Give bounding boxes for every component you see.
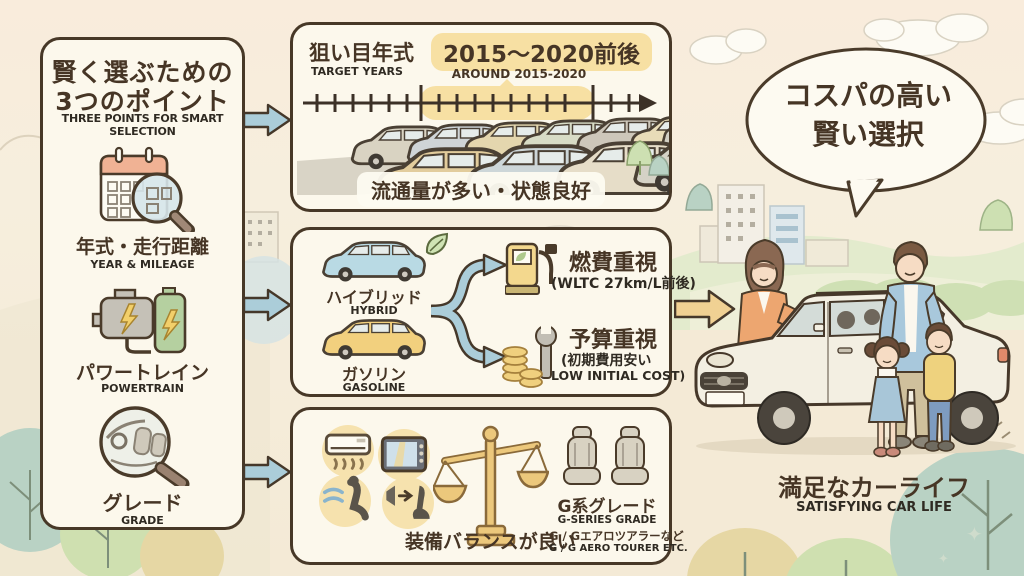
- market-caption: 流通量が多い・状態良好: [357, 172, 605, 207]
- flow-arrow-middle: [243, 288, 292, 322]
- speech-bubble: [745, 47, 987, 218]
- trees-right: [687, 448, 1024, 576]
- timeline: [303, 79, 657, 121]
- navigation-screen-icon: [380, 436, 428, 473]
- bubble-line1: コスパの高い: [783, 79, 952, 112]
- gasoline-label: ガソリン: [341, 365, 406, 384]
- equipment-caption: 装備バランスが良い: [405, 531, 576, 553]
- interior-magnifier-icon: [98, 406, 189, 486]
- daughter-figure: [864, 336, 910, 458]
- point-powertrain-sublabel: POWERTRAIN: [101, 382, 184, 395]
- grade-name-label: G系グレード: [557, 497, 657, 517]
- engine-battery-icon: [91, 287, 186, 354]
- fuel-pump-icon: [505, 242, 557, 295]
- calendar-magnifier-icon: [99, 146, 195, 232]
- flow-arrow-bottom: [243, 455, 292, 489]
- gasoline-sublabel: GASOLINE: [342, 381, 406, 394]
- ventilated-seat-icon: [322, 475, 369, 521]
- seat-comfort-circle: [319, 475, 371, 527]
- flow-arrow-top: [243, 103, 292, 137]
- panel-title: 賢く選ぶための 3つのポイント: [43, 56, 242, 118]
- hybrid-sublabel: HYBRID: [350, 304, 398, 317]
- budget-priority-title: 予算重視: [569, 328, 658, 353]
- power-seat-circle: [382, 477, 434, 529]
- ac-feature-circle: [322, 425, 374, 477]
- navi-feature-circle: [378, 429, 430, 481]
- gasoline-car-icon: [319, 314, 429, 362]
- fork-arrows: [431, 253, 508, 369]
- family-car-illustration: [694, 238, 1016, 458]
- point-grade-sublabel: GRADE: [121, 514, 164, 527]
- point-year-mileage-label: 年式・走行距離: [75, 236, 209, 258]
- point-grade-label: グレード: [102, 491, 183, 515]
- car-life-caption-en: SATISFYING CAR LIFE: [796, 500, 952, 515]
- sparkle-icon: ✦: [938, 552, 949, 567]
- smart-selection-panel: 賢く選ぶための 3つのポイント THREE POINTS FOR SMART S…: [40, 37, 245, 530]
- sparkle-icon: ✦: [966, 522, 983, 546]
- balance-scale-icon: [433, 425, 549, 547]
- target-years-panel: 狙い目年式 TARGET YEARS 2015〜2020前後 AROUND 20…: [290, 22, 672, 212]
- adjustable-seat-icon: [386, 485, 430, 519]
- point-year-mileage-sublabel: YEAR & MILEAGE: [90, 258, 195, 271]
- grade-note-ja: G / Gエアロツアラーなど: [549, 529, 684, 543]
- bubble-text: コスパの高い 賢い選択: [766, 76, 970, 154]
- target-years-title: 狙い目年式: [309, 41, 414, 65]
- car-seats-icon: [563, 426, 649, 485]
- target-years-badge-en: AROUND 2015-2020: [451, 67, 587, 81]
- hybrid-car-icon: [319, 236, 429, 284]
- fuel-priority-note: (WLTC 27km/L前後): [551, 276, 696, 292]
- son-figure: [923, 322, 956, 452]
- panel-title-line1: 賢く選ぶための: [51, 58, 234, 87]
- target-years-subtitle: TARGET YEARS: [311, 65, 403, 78]
- leaf-icon: [425, 232, 449, 256]
- point-powertrain-label: パワートレイン: [75, 362, 209, 384]
- city-skyline: [241, 184, 849, 267]
- panel-subtitle: THREE POINTS FOR SMART SELECTION: [61, 112, 224, 138]
- car-life-caption: 満足なカーライフ: [778, 474, 970, 502]
- coins-wrench-icon: [502, 324, 557, 388]
- result-arrow: [674, 289, 736, 329]
- powertrain-panel: ハイブリッド HYBRID ガソリン GASOLINE 燃費重視 (WLTC 2…: [290, 227, 696, 397]
- fuel-priority-title: 燃費重視: [569, 251, 658, 276]
- budget-priority-note1: (初期費用安い: [561, 353, 652, 369]
- grade-name-sublabel: G-SERIES GRADE: [557, 514, 657, 526]
- grade-panel: G系グレード G-SERIES GRADE 装備バランスが良い G / Gエアロ…: [290, 407, 688, 565]
- grade-note-en: G / G AERO TOURER ETC.: [549, 543, 688, 554]
- bubble-line2: 賢い選択: [811, 118, 924, 151]
- hybrid-label: ハイブリッド: [326, 288, 422, 307]
- air-conditioner-icon: [324, 433, 372, 470]
- budget-priority-note2: LOW INITIAL COST): [551, 368, 686, 383]
- target-years-badge: 2015〜2020前後: [431, 33, 653, 71]
- panel-title-line2: 3つのポイント: [55, 87, 230, 116]
